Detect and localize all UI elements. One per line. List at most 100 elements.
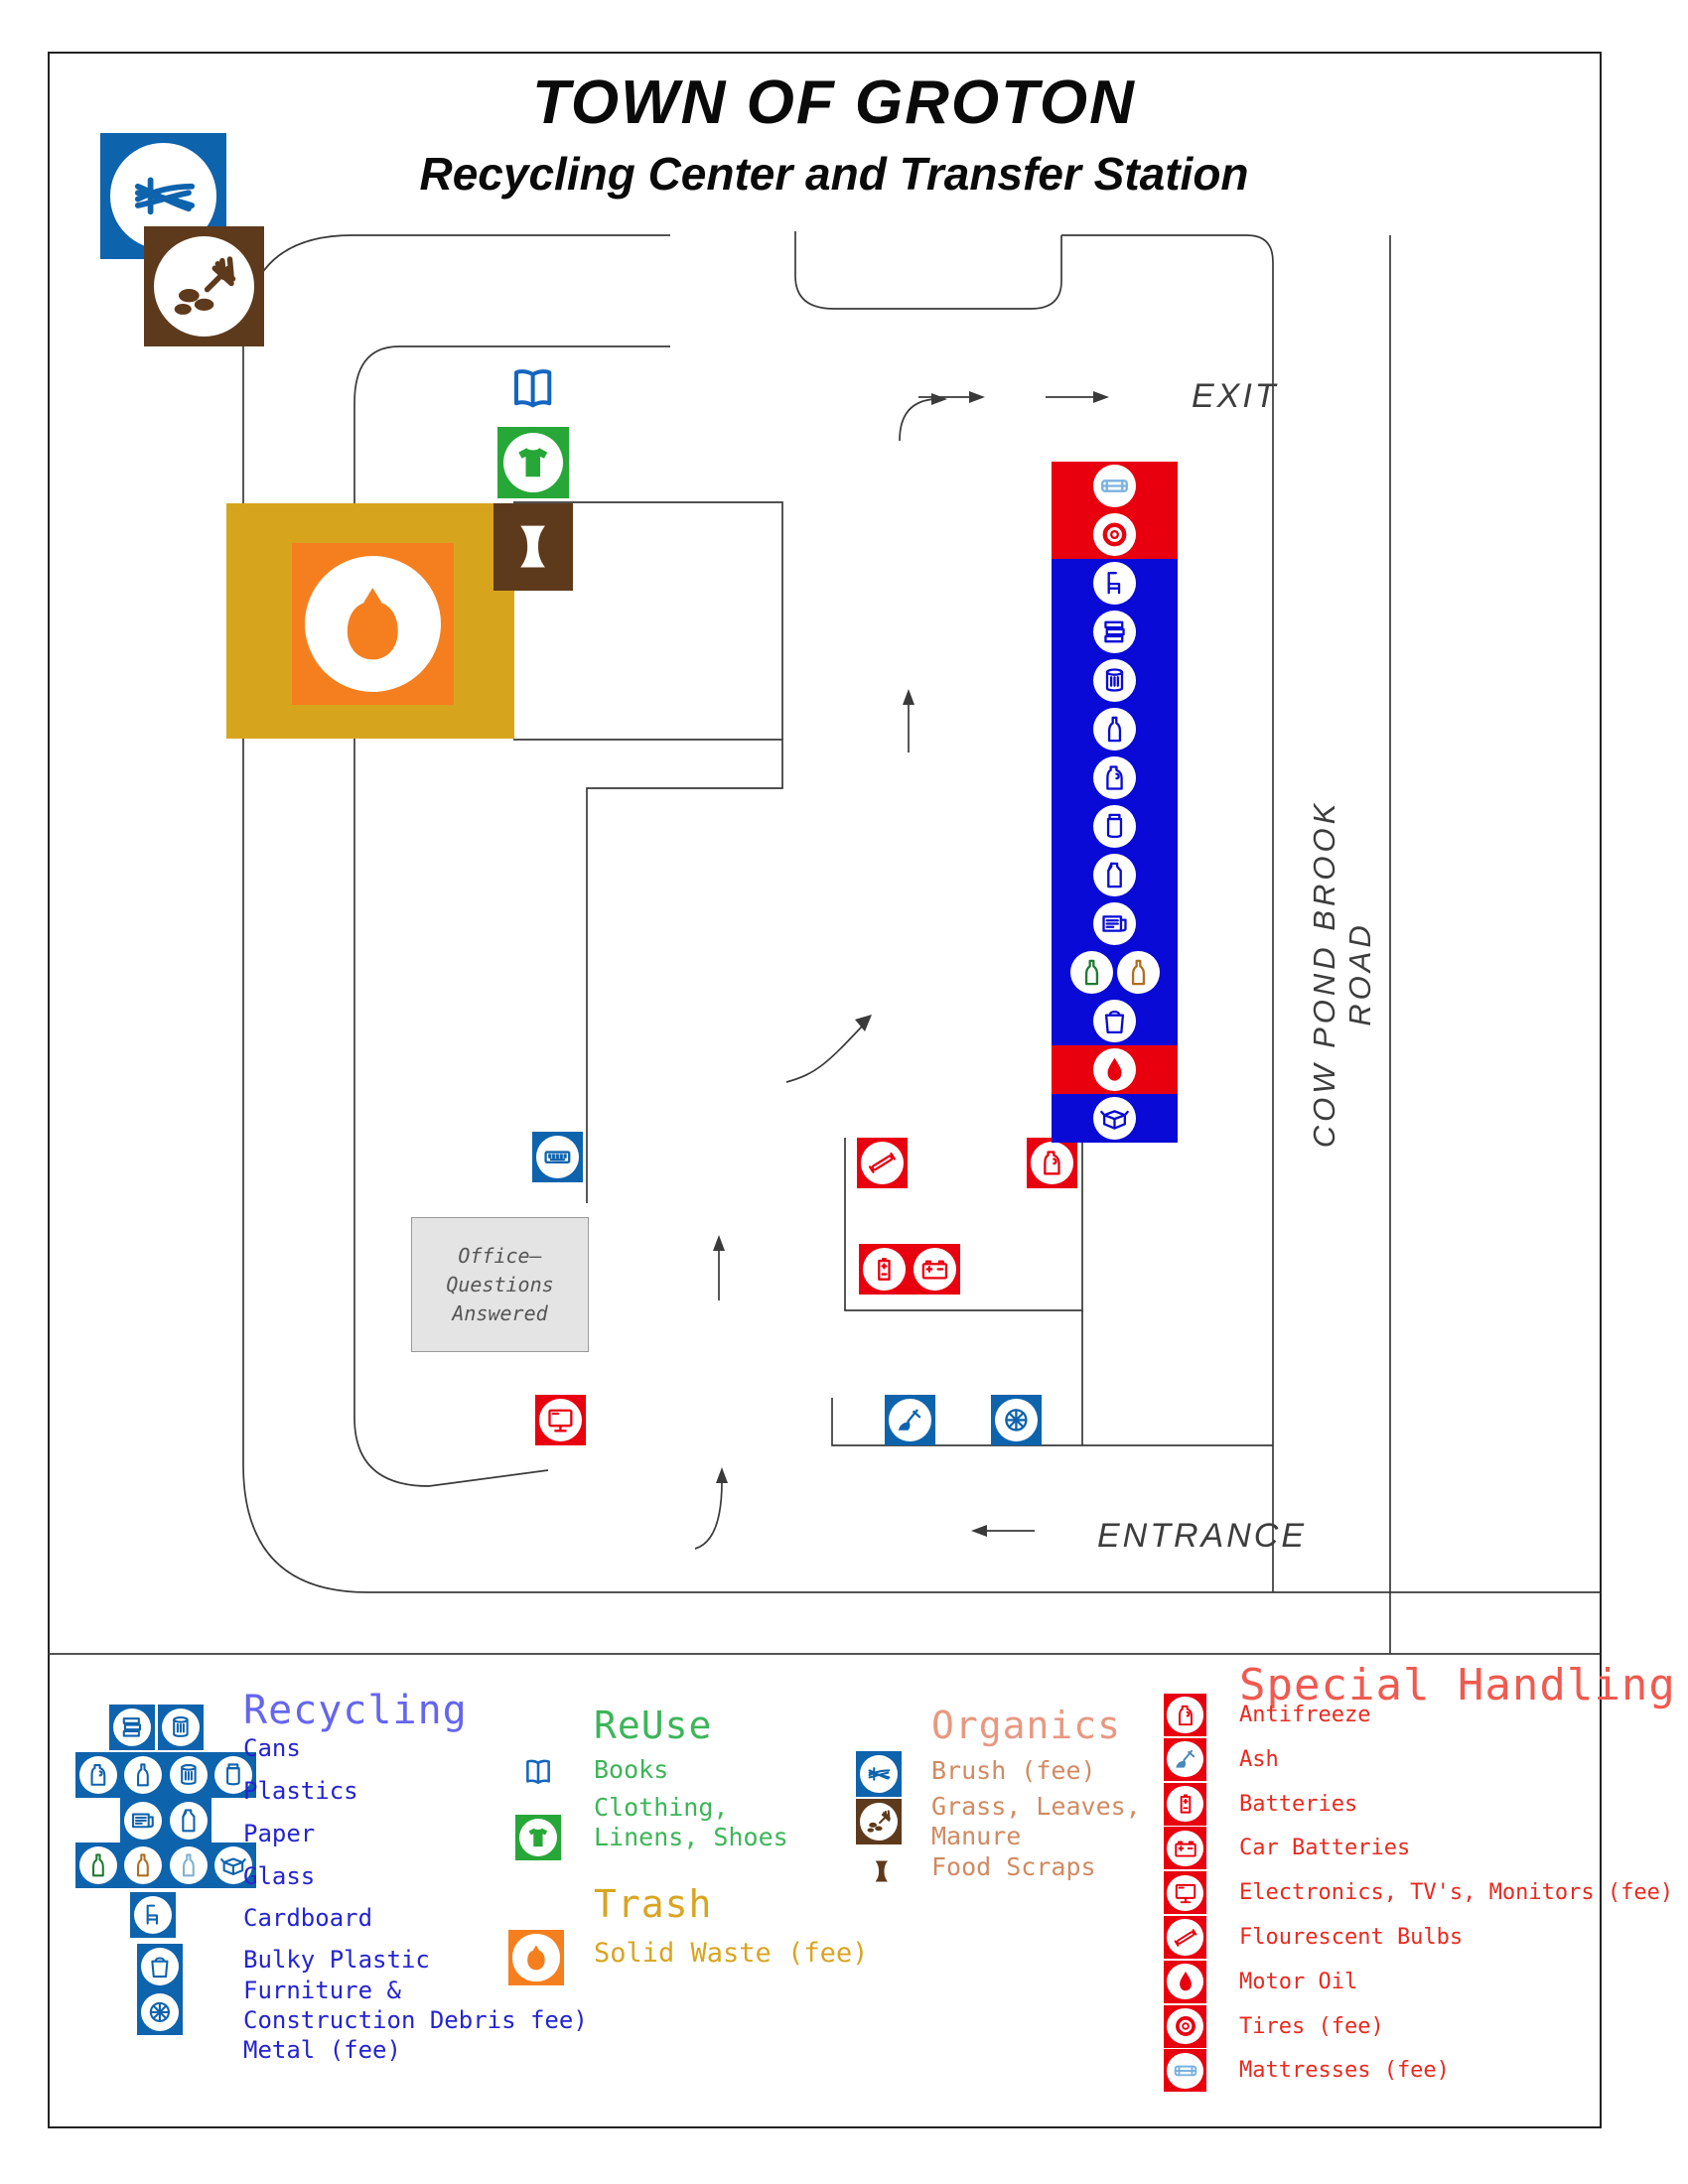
tile-disc (169, 1801, 209, 1841)
wheel-icon (149, 2001, 171, 2023)
page-title: TOWN OF GROTON (532, 68, 1136, 137)
oil-drop-icon (1179, 1972, 1192, 1991)
legend-special-tile-car-battery (1164, 1827, 1206, 1870)
metal-station (991, 1395, 1042, 1445)
tile-disc (1093, 1048, 1136, 1091)
tile-disc (859, 1802, 899, 1842)
tile-disc (1093, 465, 1136, 507)
tile-disc (1093, 562, 1136, 605)
apple-core-icon (875, 1860, 889, 1882)
bag-icon (151, 1957, 169, 1979)
strip-row-cardboard (1052, 1094, 1178, 1143)
bottle-icon (1131, 959, 1145, 986)
tile-disc (1167, 1919, 1203, 1956)
legend-organics-tile-apple-core (862, 1844, 902, 1898)
tile-disc (1093, 854, 1136, 896)
grass-leaves-drop-station (144, 226, 264, 346)
strip-row-chair (1052, 559, 1178, 608)
strip-row-mattress (1052, 462, 1178, 510)
legend-header-trash: Trash (594, 1882, 713, 1926)
legend-item: Motor Oil (1239, 1969, 1358, 1994)
legend-special-tile-jug (1164, 1694, 1206, 1736)
newspaper-icon (1102, 915, 1127, 932)
tile-disc (133, 1895, 173, 1935)
legend-item: Construction Debris fee) (243, 2006, 588, 2034)
legend-item: Clothing, (594, 1793, 729, 1822)
solid-waste-drop-station (292, 543, 454, 705)
bottle-icon (1084, 959, 1098, 986)
batteries-station (859, 1244, 910, 1295)
milk-jug-icon (182, 1809, 196, 1833)
cardboard-icon (220, 1857, 246, 1876)
wheel-icon (1005, 1409, 1028, 1432)
battery-icon (1180, 1794, 1191, 1814)
tile-disc (518, 1818, 558, 1857)
tile-disc (78, 1755, 118, 1795)
battery-icon (878, 1258, 891, 1281)
strip-row-paper-stack (1052, 608, 1178, 656)
ash-station (885, 1395, 935, 1445)
tile-disc (305, 556, 441, 692)
tile-disc (112, 1707, 152, 1747)
electronics-tv-station (535, 1395, 586, 1445)
office-line-2: Questions (446, 1272, 554, 1297)
legend-item: Grass, Leaves, (931, 1792, 1141, 1821)
tile-disc (1167, 2008, 1203, 2045)
bottle-icon (137, 1853, 149, 1877)
tile-disc (1069, 951, 1113, 994)
chair-icon (146, 1904, 159, 1925)
legend-recycling-tile-bottle (75, 1843, 121, 1888)
can-icon (173, 1716, 189, 1737)
tile-disc (153, 235, 255, 338)
rake-leaves-icon (867, 1810, 892, 1833)
legend-special-tile-tv (1164, 1871, 1206, 1915)
legend-organics-tile-rake-leaves (856, 1799, 902, 1844)
cardboard-icon (1100, 1110, 1129, 1130)
electronics-keyboard-station (532, 1132, 583, 1182)
road-name-label: COW POND BROOK ROAD (1307, 799, 1377, 1149)
tile-disc (123, 1845, 163, 1885)
jar-icon (226, 1763, 240, 1786)
legend-item: Brush (fee) (931, 1756, 1096, 1785)
tile-disc (863, 1248, 906, 1291)
trash-bag-icon (348, 588, 398, 660)
jar-icon (1106, 813, 1123, 839)
legend-item: Food Scraps (931, 1852, 1096, 1881)
jug-icon (1106, 765, 1123, 790)
keyboard-icon (544, 1151, 571, 1164)
legend-item: Glass (243, 1862, 316, 1890)
tile-disc (914, 1248, 956, 1291)
legend-item: Plastics (243, 1777, 358, 1805)
tile-disc (859, 1754, 899, 1794)
oil-drop-icon (1107, 1057, 1122, 1081)
tile-disc (213, 1845, 253, 1885)
tile-disc (889, 1399, 931, 1441)
legend-special-tile-mattress (1164, 2049, 1206, 2093)
ash-icon (1175, 1750, 1195, 1768)
book-icon (514, 369, 552, 408)
entrance-label: ENTRANCE (1097, 1517, 1308, 1555)
bag-icon (1104, 1010, 1125, 1034)
tv-icon (548, 1409, 573, 1433)
legend-recycling-tile-can (158, 1705, 204, 1750)
paper-stack-icon (1104, 620, 1125, 643)
car-battery-icon (1174, 1841, 1196, 1857)
bulb-icon (1174, 1928, 1196, 1947)
tile-disc (140, 1947, 180, 1986)
legend-recycling-tile-chair (130, 1892, 176, 1938)
bottle-icon (183, 1853, 195, 1877)
ash-icon (898, 1409, 921, 1431)
tile-disc (213, 1755, 253, 1795)
legend-item: Cardboard (243, 1904, 373, 1932)
legend-item: Bulky Plastic (243, 1946, 430, 1974)
legend-recycling-tile-paper-stack (109, 1705, 155, 1750)
tile-disc (1093, 708, 1136, 751)
legend-item: Flourescent Bulbs (1239, 1925, 1464, 1950)
legend-item: Tires (fee) (1239, 2013, 1384, 2039)
legend-item: Metal (fee) (243, 2036, 401, 2064)
tv-icon (1175, 1883, 1196, 1903)
tire-icon (1175, 2016, 1196, 2037)
tile-disc (1167, 1741, 1203, 1778)
legend-header-recycling: Recycling (243, 1688, 468, 1733)
tile-disc (1093, 659, 1136, 702)
